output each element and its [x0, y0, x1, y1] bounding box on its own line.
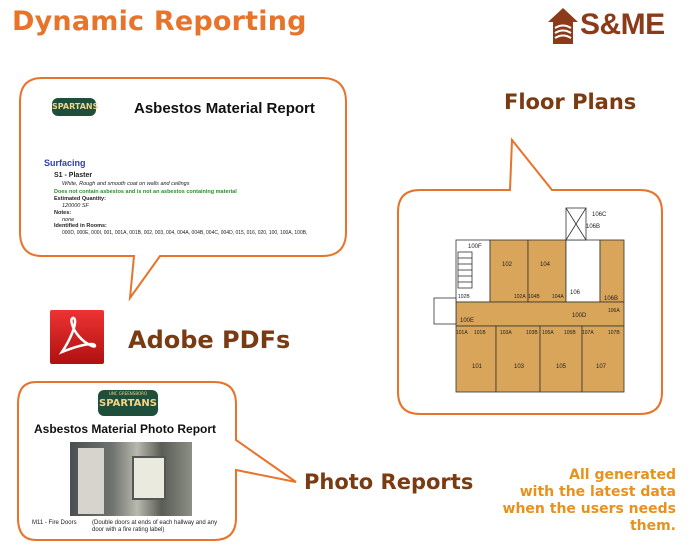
- room-103A: 103A: [500, 330, 512, 336]
- pdf-notes-label: Notes:: [54, 210, 72, 216]
- floor-plans-label: Floor Plans: [504, 90, 637, 114]
- adobe-pdf-icon: [50, 310, 104, 364]
- room-107: 107: [596, 364, 607, 370]
- room-102A: 102A: [514, 294, 526, 300]
- room-100D: 100D: [572, 313, 587, 319]
- room-100E: 100E: [460, 318, 474, 324]
- room-100F: 100F: [468, 244, 482, 250]
- pdf-notes-value: none: [62, 217, 75, 223]
- room-106B-top: 106B: [586, 224, 600, 230]
- room-106B-r: 106B: [604, 296, 618, 302]
- room-105A: 105A: [542, 330, 554, 336]
- room-106A: 106A: [608, 308, 620, 314]
- sme-logo: S&ME: [546, 6, 681, 46]
- room-107B: 107B: [608, 330, 620, 336]
- pdf-bubble: [19, 77, 347, 302]
- pdf-item-name: S1 - Plaster: [54, 172, 93, 179]
- pdf-rooms-label: Identified in Rooms:: [54, 223, 107, 229]
- slide-title: Dynamic Reporting: [12, 6, 307, 37]
- room-102: 102: [502, 262, 513, 268]
- room-101: 101: [472, 364, 483, 370]
- room-104: 104: [540, 262, 551, 268]
- brand-name: S&ME: [580, 8, 665, 41]
- photo-school-logo: UNC GREENSBORO SPARTANS: [98, 390, 158, 416]
- pdf-qty-value: 120000 SF: [62, 203, 89, 209]
- room-105B: 105B: [564, 330, 576, 336]
- school-logo: SPARTANS: [52, 98, 98, 116]
- pdf-qty-label: Estimated Quantity:: [54, 196, 106, 202]
- room-105: 105: [556, 364, 567, 370]
- room-103: 103: [514, 364, 525, 370]
- photo-image: [70, 442, 192, 516]
- room-106C: 106C: [592, 212, 607, 218]
- adobe-pdfs-label: Adobe PDFs: [128, 326, 291, 354]
- photo-reports-label: Photo Reports: [304, 470, 474, 494]
- pdf-item-desc: White, Rough and smooth coat on walls an…: [62, 181, 190, 187]
- pdf-section: Surfacing: [44, 158, 86, 168]
- pdf-status: Does not contain asbestos and is not an …: [54, 189, 237, 195]
- room-104B: 104B: [528, 294, 540, 300]
- room-107A: 107A: [582, 330, 594, 336]
- room-103B: 103B: [526, 330, 538, 336]
- pdf-report: SPARTANS Asbestos Material Report Surfac…: [30, 92, 340, 242]
- tagline: All generated with the latest data when …: [502, 467, 676, 534]
- photo-caption-text: (Double doors at ends of each hallway an…: [92, 520, 218, 533]
- room-101A: 101A: [456, 330, 468, 336]
- room-102B: 102B: [458, 294, 470, 300]
- room-106: 106: [570, 290, 581, 296]
- photo-report-title: Asbestos Material Photo Report: [34, 422, 217, 436]
- floor-plan: 100F 102 104 106 106C 106B 106B 100D 100…: [433, 207, 625, 393]
- photo-caption-id: M11 - Fire Doors: [32, 520, 77, 526]
- room-101B: 101B: [474, 330, 486, 336]
- room-104A: 104A: [552, 294, 564, 300]
- sme-logo-icon: [548, 8, 578, 44]
- pdf-report-title: Asbestos Material Report: [134, 100, 315, 117]
- pdf-rooms-value: 000D, 000E, 000I, 001, 001A, 001B, 002, …: [62, 230, 308, 236]
- photo-report: UNC GREENSBORO SPARTANS Asbestos Materia…: [24, 388, 232, 534]
